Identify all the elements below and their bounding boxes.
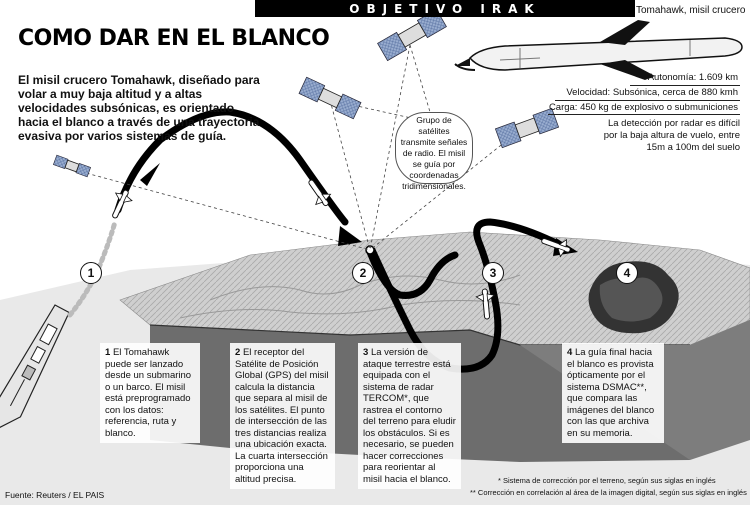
missile-4 xyxy=(541,238,571,258)
header-bar xyxy=(255,0,635,17)
step-1-description: 1 El Tomahawk puede ser lanzado desde un… xyxy=(100,343,200,443)
step-3-text: La versión de ataque terrestre está equi… xyxy=(363,347,456,485)
step-2-text: El receptor del Satélite de Posición Glo… xyxy=(235,347,329,485)
spec-speed: Velocidad: Subsónica, cerca de 880 kmh xyxy=(566,87,738,98)
missile-name: Tomahawk, misil crucero xyxy=(636,5,746,16)
tomahawk-illustration xyxy=(454,20,743,80)
step-3-number: 3 xyxy=(363,347,369,358)
step-4-text: La guía final hacia el blanco es provist… xyxy=(567,347,655,439)
step-marker-3: 3 xyxy=(482,262,504,284)
section-title: OBJETIVO IRAK xyxy=(349,2,541,16)
footnote-dsmac: ** Corrección en correlación al área de … xyxy=(470,488,747,497)
step-3-description: 3 La versión de ataque terrestre está eq… xyxy=(358,343,461,489)
ship xyxy=(0,304,70,429)
intro-text: El misil crucero Tomahawk, diseñado para… xyxy=(18,73,260,143)
missile-3 xyxy=(475,288,496,320)
spec-divider xyxy=(548,114,740,115)
step-2-description: 2 El receptor del Satélite de Posición G… xyxy=(230,343,335,489)
page-title: COMO DAR EN EL BLANCO xyxy=(18,26,330,51)
spec-autonomy: Autonomía: 1.609 km xyxy=(647,72,738,83)
footnote-tercom: * Sistema de corrección por el terreno, … xyxy=(498,476,716,485)
step-marker-2: 2 xyxy=(352,262,374,284)
signal-lines xyxy=(74,44,521,251)
spec-load: Carga: 450 kg de explosivo o submunicion… xyxy=(548,102,738,113)
step-4-number: 4 xyxy=(567,347,573,358)
step-marker-4: 4 xyxy=(616,262,638,284)
spec-divider xyxy=(630,85,740,86)
spec-divider xyxy=(555,100,740,101)
radar-note: La detección por radar es difícil por la… xyxy=(603,118,740,153)
missile-1 xyxy=(112,189,133,219)
satellite-2 xyxy=(298,76,362,120)
satellite-callout: Grupo de satélites transmite señales de … xyxy=(395,112,473,191)
satellite-1 xyxy=(52,154,92,178)
source-credit: Fuente: Reuters / EL PAIS xyxy=(5,490,105,500)
step-1-number: 1 xyxy=(105,347,111,358)
step-marker-1: 1 xyxy=(80,262,102,284)
step-2-number: 2 xyxy=(235,347,241,358)
flight-path xyxy=(114,108,349,226)
missile-2 xyxy=(308,179,332,207)
step-4-description: 4 La guía final hacia el blanco es provi… xyxy=(562,343,664,443)
step-1-text: El Tomahawk puede ser lanzado desde un s… xyxy=(105,347,192,439)
